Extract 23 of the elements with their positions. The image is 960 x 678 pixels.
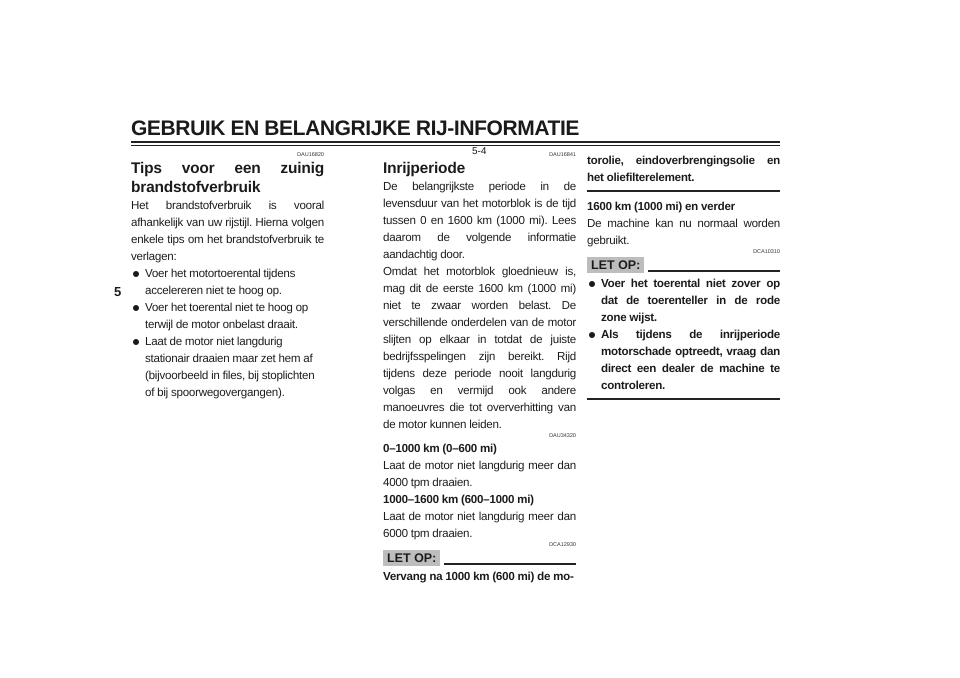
paragraph: De machine kan nu normaal worden gebruikt.: [587, 216, 780, 249]
caution-text: Vervang na 1000 km (600 mi) de mo-: [383, 569, 575, 585]
bullet-text: Laat de motor niet langdurig stationair draaien maar zet hem af (bijvoorbeeld in files, bij stoplichten of bij spoorwegovergangen).: [145, 334, 316, 401]
subheading: 1600 km (1000 mi) en verder: [587, 199, 735, 215]
page-number: 5-4: [472, 146, 486, 157]
caution-bullet-text: Als tijdens de inrijperiode motorschade optreedt, vraag dan direct een dealer de machine te controleren.: [601, 327, 780, 394]
chapter-number: 5: [114, 284, 122, 299]
paragraph: Het brandstofverbruik is vooral afhankelijk van uw rijstijl. Hierna volgen enkele tips om het brandstofverbruik te verlagen:: [131, 198, 324, 265]
subheading: 0–1000 km (0–600 mi): [383, 441, 497, 457]
paragraph: Laat de motor niet langdurig meer dan 6000 tpm draaien.: [383, 509, 576, 542]
paragraph: Omdat het motorblok gloednieuw is, mag dit de eerste 1600 km (1000 mi) niet te zwaar worden belast. De verschillende onderdelen van de motor slijten op elkaar in totdat de juiste bedrijfsspelingen zijn bereikt. Rijd tijdens deze periode nooit langdurig volgas en vermijd ook andere manoeuvres die tot oververhitting van de motor kunnen leiden.: [383, 264, 576, 433]
caution-text: torolie, eindoverbrengingsolie en het oliefilterelement.: [587, 153, 780, 186]
page-title: GEBRUIK EN BELANGRIJKE RIJ-INFORMATIE: [131, 117, 580, 141]
bullet-text: Voer het toerental niet te hoog op terwijl de motor onbelast draait.: [145, 300, 309, 333]
caution-badge: LET OP:: [383, 550, 440, 566]
bullet-text: Voer het motortoerental tijdens accelereren niet te hoog op.: [145, 266, 296, 299]
paragraph: De belangrijkste periode in de levensduur van het motorblok is de tijd tussen 0 en 1600 km (1000 mi). Lees daarom de volgende informatie aandachtig door.: [383, 179, 576, 263]
subheading: 1000–1600 km (600–1000 mi): [383, 492, 534, 508]
paragraph: Laat de motor niet langdurig meer dan 4000 tpm draaien.: [383, 458, 576, 491]
caution-badge: LET OP:: [587, 257, 644, 273]
section-heading: Tips voor een zuinig brandstofverbruik: [131, 159, 324, 197]
caution-bullet-text: Voer het toerental niet zover op dat de toerenteller in de rode zone wijst.: [601, 276, 780, 326]
section-heading: Inrijperiode: [383, 159, 466, 178]
